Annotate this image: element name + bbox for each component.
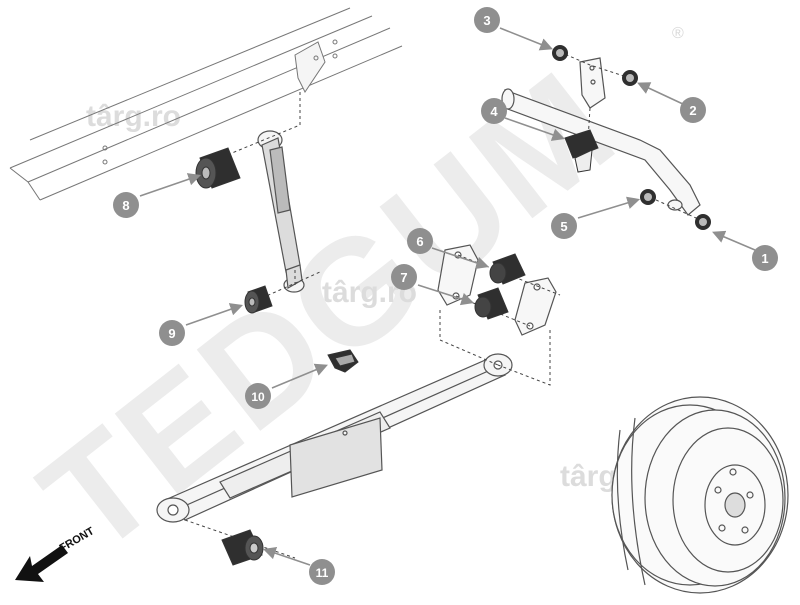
callout-6-label: 6 bbox=[416, 234, 423, 249]
stabilizer-bar bbox=[501, 57, 701, 216]
part-1-bushing bbox=[695, 214, 711, 230]
callout-9-label: 9 bbox=[168, 326, 175, 341]
callout-4: 4 bbox=[481, 98, 507, 124]
callout-8: 8 bbox=[113, 192, 139, 218]
callout-8-label: 8 bbox=[122, 198, 129, 213]
part-8-bushing bbox=[195, 147, 241, 189]
part-6-bushing bbox=[489, 253, 526, 285]
callout-11: 11 bbox=[309, 559, 335, 585]
callout-1: 1 bbox=[752, 245, 778, 271]
part-3-bushing bbox=[552, 45, 568, 61]
callout-10: 10 bbox=[245, 383, 271, 409]
part-7-bushing bbox=[474, 287, 509, 320]
callout-3: 3 bbox=[474, 7, 500, 33]
part-10-bump-stop bbox=[327, 349, 359, 373]
part-5-bushing bbox=[640, 189, 656, 205]
front-direction-arrow: FRONT bbox=[15, 525, 97, 582]
callout-4-label: 4 bbox=[490, 104, 498, 119]
part-4-stabilizer-clamp bbox=[564, 129, 599, 173]
callout-3-label: 3 bbox=[483, 13, 490, 28]
callout-6: 6 bbox=[407, 228, 433, 254]
part-9-bushing bbox=[244, 285, 273, 314]
callout-leaders bbox=[139, 27, 756, 566]
callout-2-label: 2 bbox=[689, 103, 696, 118]
callout-7: 7 bbox=[391, 264, 417, 290]
shock-absorber bbox=[257, 130, 305, 293]
callout-11-label: 11 bbox=[316, 566, 329, 580]
frame-rail bbox=[9, 7, 403, 201]
wheel bbox=[611, 396, 789, 594]
callout-10-label: 10 bbox=[251, 390, 265, 404]
callout-5-label: 5 bbox=[560, 219, 567, 234]
callout-9: 9 bbox=[159, 320, 185, 346]
callout-7-label: 7 bbox=[400, 270, 407, 285]
registered-mark: ® bbox=[672, 25, 684, 42]
callout-2: 2 bbox=[680, 97, 706, 123]
callout-1-label: 1 bbox=[761, 251, 768, 266]
part-2-bushing bbox=[622, 70, 638, 86]
callout-5: 5 bbox=[551, 213, 577, 239]
part-11-bushing bbox=[221, 529, 264, 566]
callouts: 1 2 3 4 5 6 7 8 bbox=[113, 7, 778, 585]
